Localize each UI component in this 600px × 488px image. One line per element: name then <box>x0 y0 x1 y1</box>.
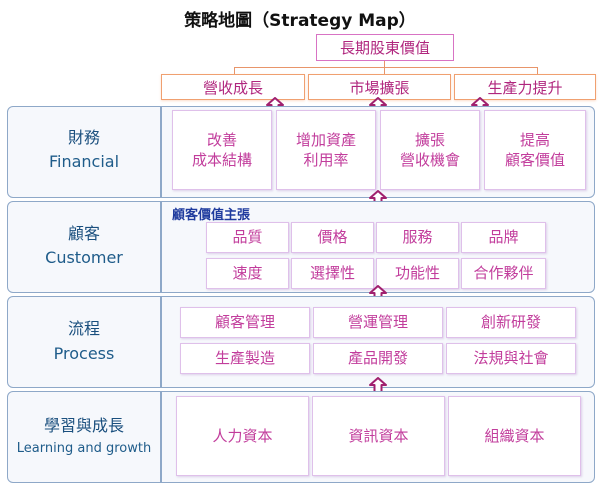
band-divider <box>160 391 162 483</box>
goal-connector-horizontal <box>234 67 538 68</box>
customer-value-item: 功能性 <box>376 258 459 289</box>
learning-item: 組織資本 <box>448 396 581 476</box>
financial-item: 改善成本結構 <box>172 110 272 190</box>
process-item: 創新研發 <box>446 307 576 338</box>
value-proposition-label: 顧客價值主張 <box>172 208 251 223</box>
process-label-en: Process <box>53 344 115 363</box>
financial-item: 提高顧客價值 <box>484 110 586 190</box>
process-item: 產品開發 <box>313 343 443 374</box>
customer-value-item: 服務 <box>376 222 459 253</box>
learning-label-zh: 學習與成長 <box>43 416 124 435</box>
process-label-zh: 流程 <box>67 319 100 338</box>
process-item: 法規與社會 <box>446 343 576 374</box>
financial-item: 擴張營收機會 <box>380 110 480 190</box>
process-item: 顧客管理 <box>180 307 310 338</box>
band-divider <box>160 201 162 293</box>
strategy-connector-3 <box>537 67 538 74</box>
page-title: 策略地圖（Strategy Map） <box>184 11 416 31</box>
customer-value-item: 選擇性 <box>291 258 374 289</box>
strategy-connector-1 <box>234 67 235 74</box>
financial-label-zh: 財務 <box>67 128 100 147</box>
learning-item: 人力資本 <box>176 396 309 476</box>
customer-value-item: 品質 <box>206 222 289 253</box>
process-item: 營運管理 <box>313 307 443 338</box>
learning-item: 資訊資本 <box>312 396 445 476</box>
strategy-productivity: 生產力提升 <box>454 74 596 100</box>
customer-label-zh: 顧客 <box>67 224 100 243</box>
process-item: 生產製造 <box>180 343 310 374</box>
goal-box: 長期股東價值 <box>316 34 454 61</box>
financial-item: 增加資產利用率 <box>276 110 376 190</box>
financial-label-en: Financial <box>48 152 120 171</box>
customer-value-item: 合作夥伴 <box>461 258 546 289</box>
band-divider <box>160 106 162 198</box>
strategy-revenue-growth: 營收成長 <box>161 74 305 100</box>
band-divider <box>160 296 162 388</box>
customer-value-item: 速度 <box>206 258 289 289</box>
customer-value-item: 品牌 <box>461 222 546 253</box>
customer-label-en: Customer <box>45 248 123 267</box>
goal-connector-vertical <box>384 61 385 68</box>
customer-value-item: 價格 <box>291 222 374 253</box>
learning-label-en: Learning and growth <box>16 441 152 456</box>
strategy-connector-2 <box>384 67 385 74</box>
